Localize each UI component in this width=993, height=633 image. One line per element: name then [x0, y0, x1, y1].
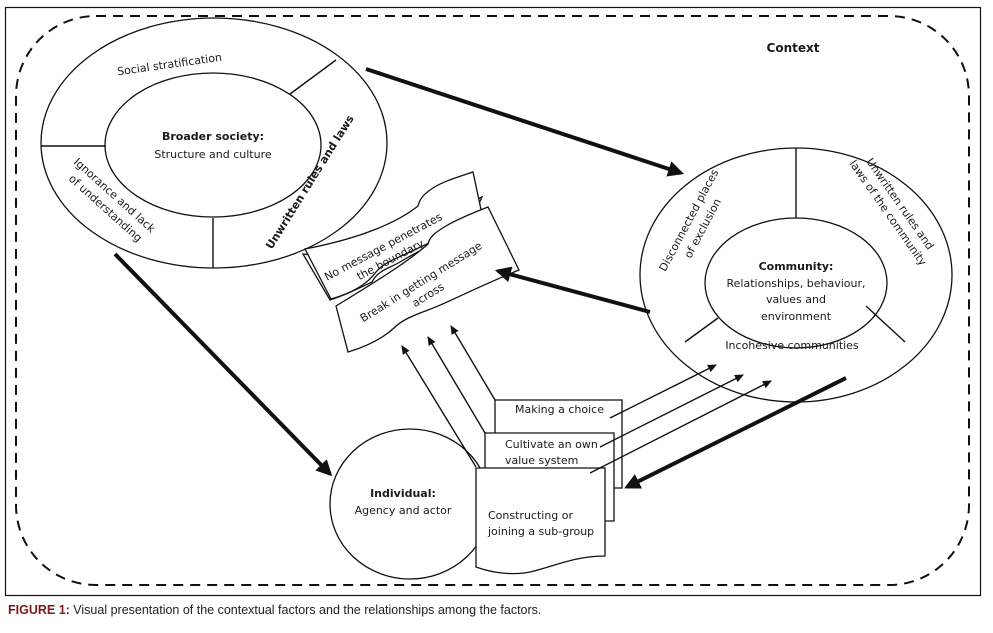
arrow-community-to-boundary [494, 266, 651, 314]
figure-caption: FIGURE 1: Visual presentation of the con… [8, 603, 541, 617]
community-line2: values and [766, 293, 826, 306]
card1-label: Making a choice [515, 403, 604, 416]
broader-society-core [104, 72, 322, 218]
card2-label-line1: Cultivate an own [505, 438, 598, 451]
boundary-banner-no-message [304, 171, 484, 300]
broader-society-subtitle: Structure and culture [154, 148, 271, 161]
card2-label-line2: value system [505, 454, 578, 467]
context-label: Context [767, 41, 820, 55]
caption-text: Visual presentation of the contextual fa… [69, 603, 542, 617]
community-line3: environment [761, 310, 832, 323]
community-title: Community: [759, 260, 834, 273]
caption-label: FIGURE 1: [8, 603, 70, 617]
arrow-choice-to-community [609, 364, 717, 419]
community-line1: Relationships, behaviour, [727, 277, 866, 290]
arrow-subgroup-to-community [589, 380, 772, 474]
choice-cards: Making a choice Cultivate an own value s… [475, 399, 623, 575]
boundary-banner-break [335, 206, 520, 353]
arrow-value-system-to-community [599, 374, 744, 448]
context-boundary [15, 15, 970, 586]
arrow-choice-to-boundary [450, 325, 496, 401]
boundary-banners: No message penetrates the boundary Break… [304, 171, 520, 353]
ring-divider [865, 305, 906, 343]
card3-label-line2: joining a sub-group [487, 525, 594, 538]
individual-subtitle: Agency and actor [355, 504, 452, 517]
arrow-society-to-community [365, 67, 685, 177]
ring-divider [289, 59, 337, 95]
ring-label-incohesive: Incohesive communities [725, 339, 859, 352]
diagram-canvas: Context Broader society: Structure and c… [4, 6, 982, 597]
arrow-value-system-to-boundary [427, 336, 486, 434]
individual-title: Individual: [370, 487, 436, 500]
arrow-community-to-choices [624, 376, 847, 489]
card3-label-line1: Constructing or [488, 509, 574, 522]
ring-divider [684, 317, 719, 343]
arrow-subgroup-to-boundary [401, 345, 477, 468]
arrow-society-to-individual [113, 252, 333, 477]
card-constructing-subgroup [475, 467, 606, 575]
community-group: Community: Relationships, behaviour, val… [639, 147, 953, 403]
broader-society-group: Broader society: Structure and culture S… [40, 17, 388, 269]
figure-frame [4, 6, 982, 597]
broader-society-title: Broader society: [162, 130, 264, 143]
